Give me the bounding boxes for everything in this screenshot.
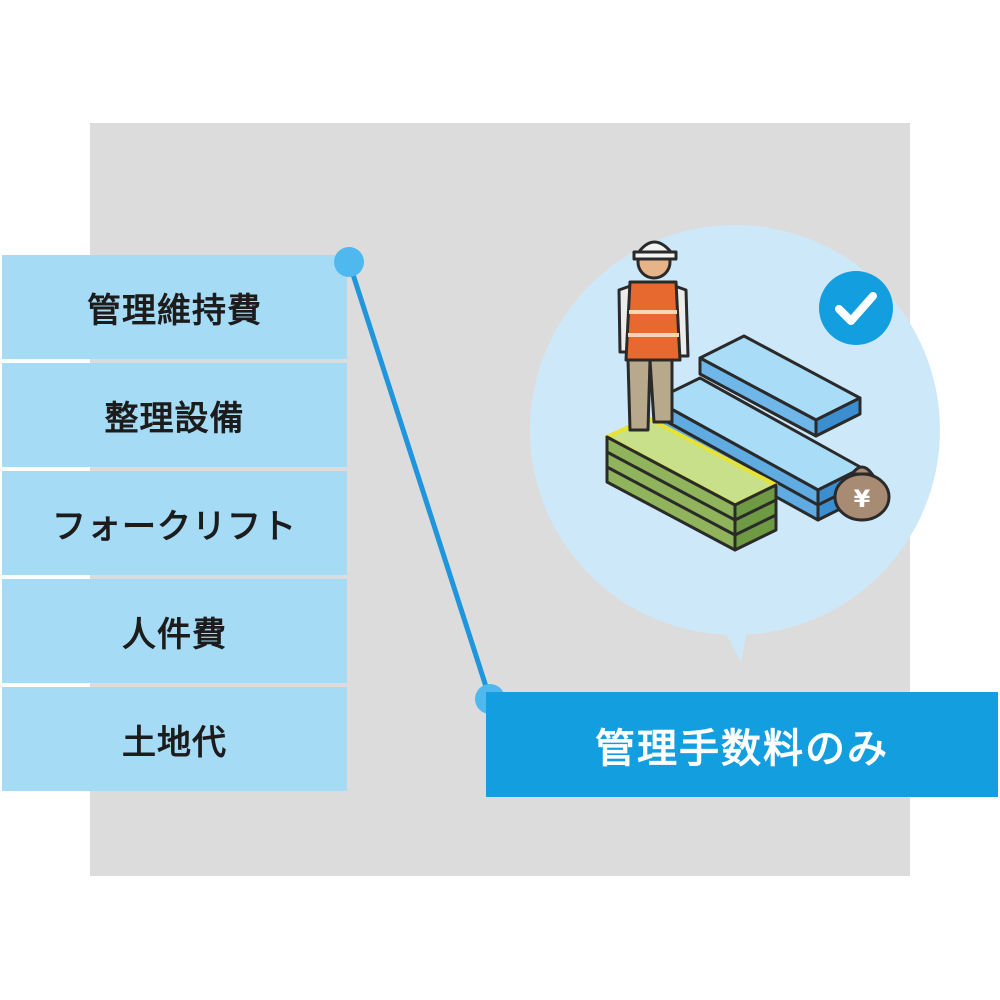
result-label-box: 管理手数料のみ (486, 692, 998, 797)
result-label: 管理手数料のみ (595, 725, 889, 772)
speech-bubble-tail (722, 626, 748, 662)
cost-item: フォークリフト (2, 471, 347, 575)
worker-icon (617, 240, 690, 432)
cost-item: 土地代 (2, 687, 347, 791)
cost-item-list: 管理維持費 整理設備 フォークリフト 人件費 土地代 (2, 255, 347, 791)
yen-money-bag-icon: ¥ (833, 465, 891, 522)
check-icon (819, 271, 893, 345)
stacked-pallets-icon (605, 334, 864, 552)
cost-item: 人件費 (2, 579, 347, 683)
cost-item: 管理維持費 (2, 255, 347, 359)
cost-item: 整理設備 (2, 363, 347, 467)
yen-symbol: ¥ (854, 485, 871, 513)
